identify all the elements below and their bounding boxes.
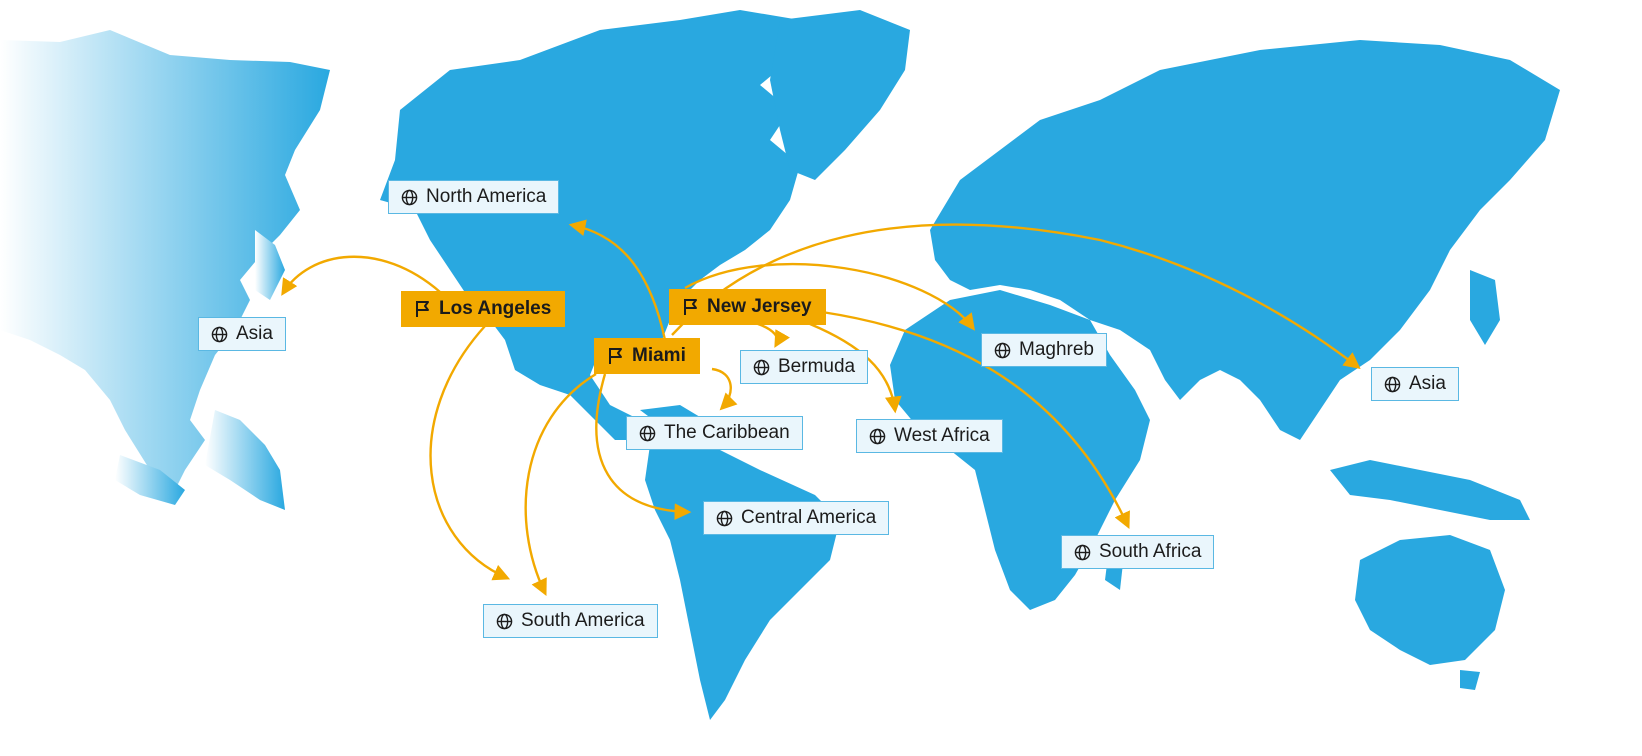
globe-icon: [869, 428, 886, 444]
region-label-asia-west[interactable]: Asia: [198, 317, 286, 351]
landmass-east-asia: [0, 30, 330, 510]
route-new-jersey-south-africa: [821, 310, 1130, 530]
region-label-text: Maghreb: [1019, 339, 1094, 360]
route-miami-the-caribbean: [711, 367, 738, 411]
region-label-text: The Caribbean: [664, 422, 790, 443]
hub-label-text: Los Angeles: [439, 298, 552, 319]
hub-label-text: New Jersey: [707, 296, 812, 317]
region-label-text: Bermuda: [778, 356, 856, 377]
region-label-text: Central America: [741, 507, 877, 528]
region-label-text: Asia: [1409, 373, 1446, 394]
region-label-bermuda[interactable]: Bermuda: [740, 350, 869, 384]
landmass-australia: [1355, 535, 1505, 690]
route-new-jersey-asia-east: [671, 223, 1361, 370]
region-label-west-africa[interactable]: West Africa: [856, 419, 1003, 453]
routes: [281, 219, 1361, 597]
globe-icon: [401, 189, 418, 205]
region-label-maghreb[interactable]: Maghreb: [981, 333, 1107, 367]
route-new-jersey-bermuda: [757, 322, 790, 348]
region-label-text: West Africa: [894, 425, 990, 446]
route-miami-north-america: [568, 219, 667, 341]
flag-icon: [609, 348, 622, 364]
globe-icon: [1074, 544, 1091, 560]
globe-icon: [994, 342, 1011, 358]
route-los-angeles-asia: [281, 255, 441, 296]
region-label-south-africa[interactable]: South Africa: [1061, 535, 1215, 569]
globe-icon: [1384, 376, 1401, 392]
hub-label-text: Miami: [632, 345, 686, 366]
flag-icon: [416, 301, 429, 317]
route-miami-central-america: [595, 373, 692, 521]
hub-label-new-jersey[interactable]: New Jersey: [669, 289, 826, 325]
globe-icon: [753, 359, 770, 375]
region-label-the-caribbean[interactable]: The Caribbean: [626, 416, 803, 450]
route-new-jersey-west-africa: [809, 322, 902, 414]
globe-icon: [211, 326, 228, 342]
region-label-text: Asia: [236, 323, 273, 344]
hub-label-los-angeles[interactable]: Los Angeles: [401, 291, 566, 327]
region-label-south-america[interactable]: South America: [483, 604, 658, 638]
hub-label-miami[interactable]: Miami: [594, 338, 700, 374]
region-label-asia-east[interactable]: Asia: [1371, 367, 1459, 401]
route-los-angeles-south-america: [429, 325, 511, 581]
route-miami-south-america: [524, 372, 597, 597]
landmass-eurasia: [930, 40, 1560, 520]
region-label-text: South America: [521, 610, 645, 631]
route-new-jersey-maghreb: [684, 263, 976, 331]
globe-icon: [716, 510, 733, 526]
globe-icon: [639, 425, 656, 441]
flag-icon: [684, 299, 697, 315]
region-label-north-america[interactable]: North America: [388, 180, 560, 214]
region-label-text: North America: [426, 186, 547, 207]
region-label-text: South Africa: [1099, 541, 1202, 562]
region-label-central-america[interactable]: Central America: [703, 501, 890, 535]
landmass-south-america: [645, 440, 840, 720]
globe-icon: [496, 613, 513, 629]
